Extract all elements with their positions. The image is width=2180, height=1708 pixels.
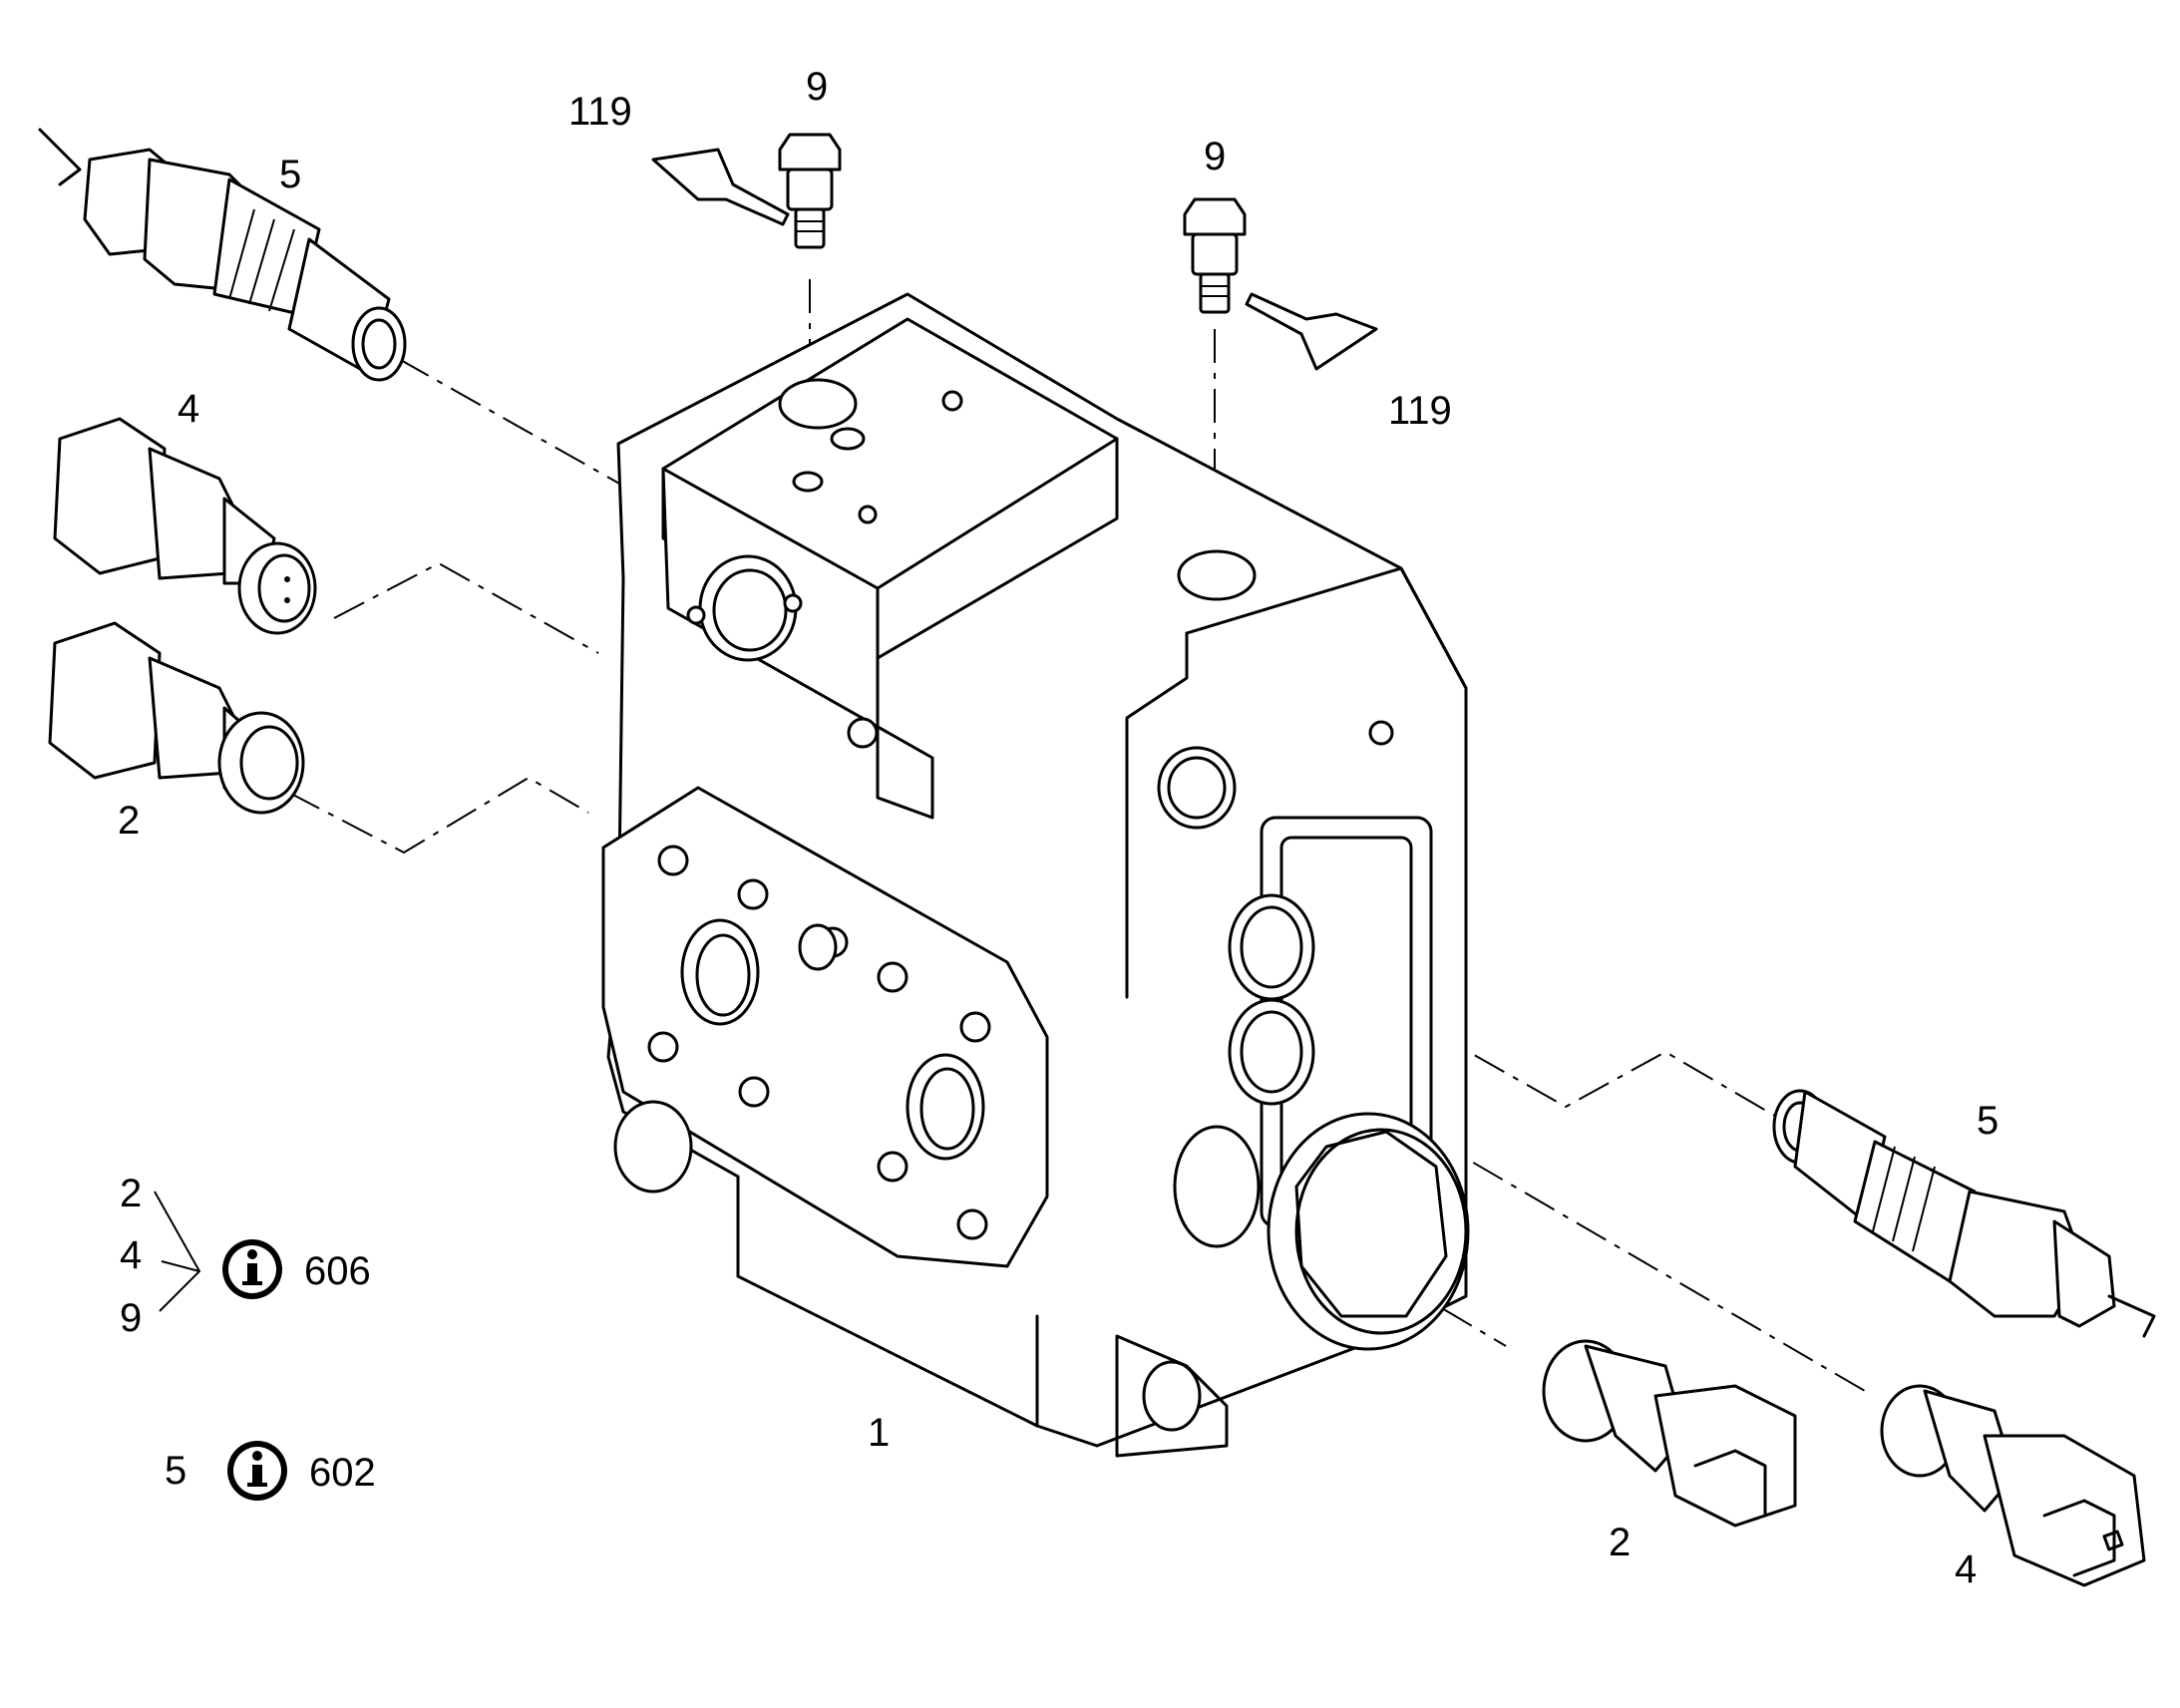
- legend-item: 2: [120, 1172, 142, 1215]
- legend-group-602: 5 602: [165, 1441, 376, 1501]
- info-icon: [227, 1441, 287, 1501]
- callout-labels: 1 9 9 119 119 5 4 2 5 2 4: [118, 65, 1998, 1591]
- callout-valve4-right: 4: [1955, 1547, 1977, 1591]
- relief-valve-left-4: [53, 417, 317, 635]
- info-icon: [222, 1239, 282, 1299]
- callout-sealant-left: 119: [568, 90, 632, 134]
- relief-valve-left-2: [48, 621, 305, 815]
- valve-body: [601, 292, 1470, 1458]
- legend-group-606: 2 4 9 606: [120, 1172, 371, 1340]
- cartridge-valve-right: [1772, 1089, 2156, 1338]
- callout-valve2-right: 2: [1609, 1521, 1631, 1564]
- plug-on-body: [1267, 1112, 1470, 1351]
- callout-valve2-left: 2: [118, 799, 140, 843]
- legend-ref: 606: [304, 1249, 371, 1293]
- callout-cartridge-right: 5: [1977, 1099, 1998, 1143]
- callout-valve4-left: 4: [178, 387, 199, 431]
- cartridge-valve-left: [38, 128, 407, 382]
- legend-item: 4: [120, 1233, 142, 1277]
- sealant-tube-right: [1245, 292, 1378, 371]
- legend-ref: 602: [309, 1451, 376, 1495]
- screw-top-right: [1183, 197, 1247, 314]
- callout-cartridge-left: 5: [279, 153, 301, 196]
- callout-screw-right: 9: [1204, 135, 1226, 178]
- legend-item: 9: [120, 1296, 142, 1340]
- relief-valve-right-2: [1542, 1339, 1797, 1528]
- screw-top-left: [778, 133, 842, 249]
- relief-valve-right-4: [1880, 1384, 2146, 1587]
- callout-screw-left: 9: [806, 65, 828, 109]
- callout-sealant-right: 119: [1388, 389, 1452, 433]
- callout-body: 1: [868, 1411, 890, 1455]
- sealant-tube-left: [651, 148, 790, 226]
- legend-item: 5: [165, 1449, 186, 1493]
